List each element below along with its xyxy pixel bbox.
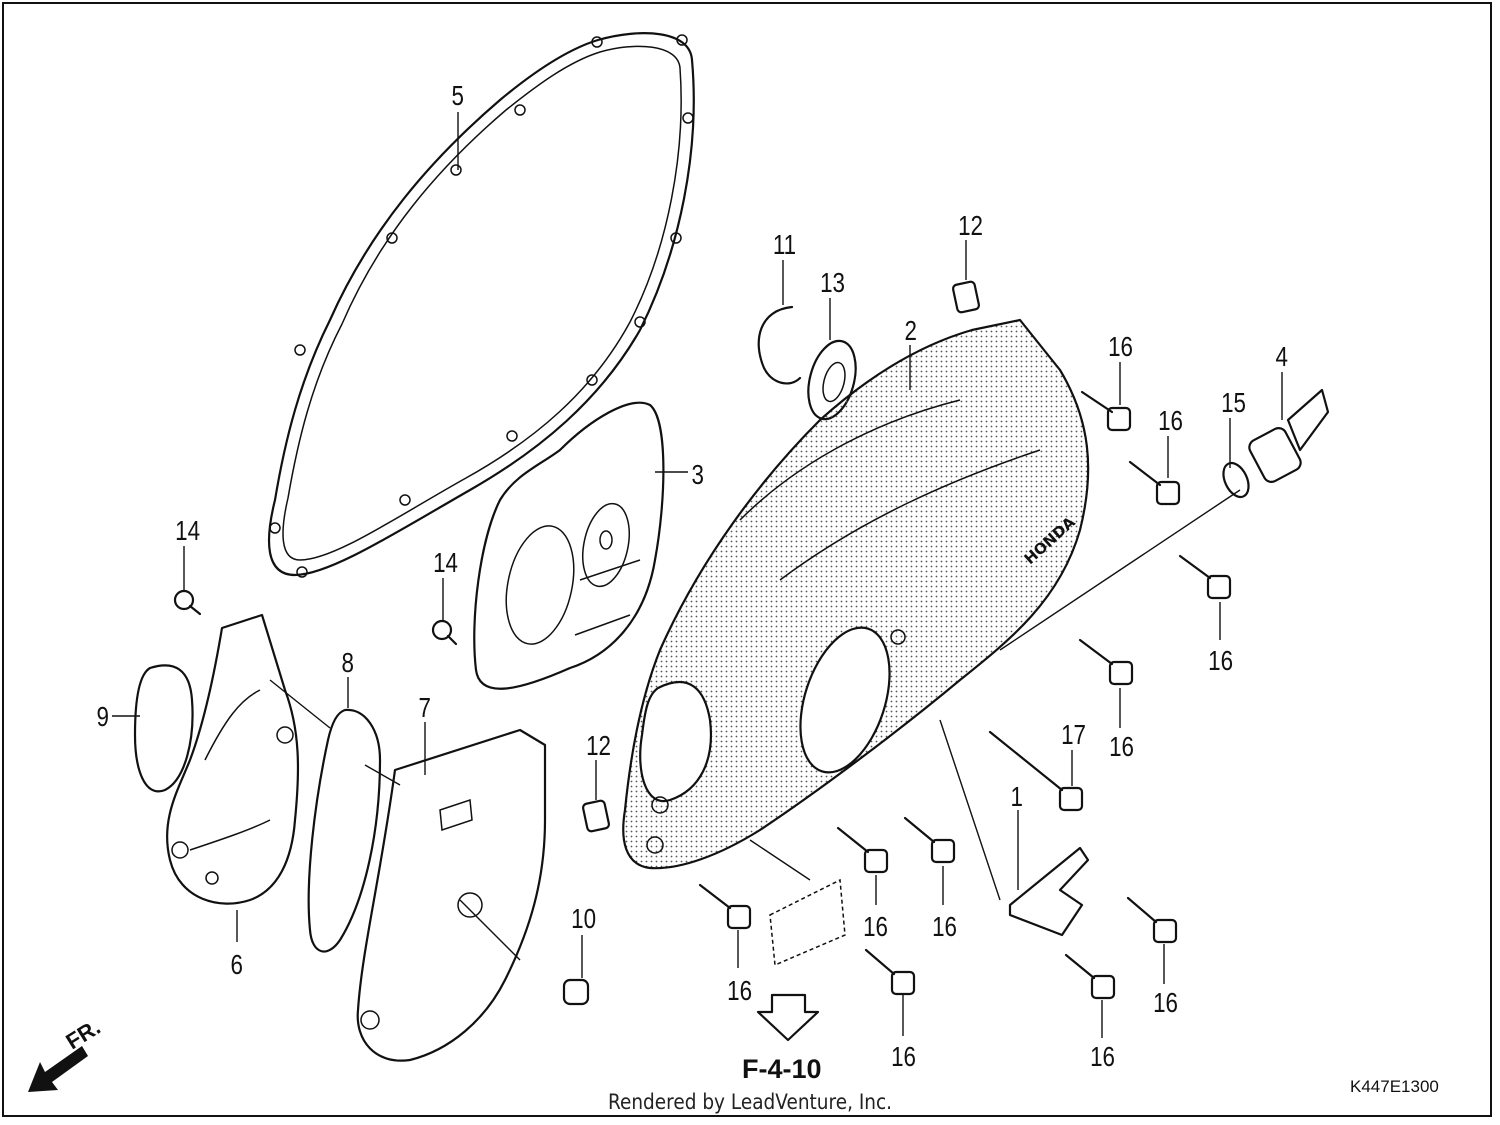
subassembly-outline <box>769 878 846 967</box>
reference-arrow: F-4-10 <box>742 993 822 1084</box>
callout-16: 16 <box>727 976 752 1007</box>
callout-16: 16 <box>863 912 888 943</box>
crankcase-cover-2[interactable]: HONDA <box>622 318 1090 870</box>
callout-16: 16 <box>1109 732 1134 763</box>
bolt-16-h <box>864 948 916 996</box>
seal-9[interactable] <box>133 664 194 793</box>
callout-4: 4 <box>1276 342 1288 373</box>
callout-5: 5 <box>452 81 464 112</box>
callout-2: 2 <box>905 316 917 347</box>
callout-6: 6 <box>231 950 243 981</box>
diagram-code: K447E1300 <box>1350 1077 1439 1096</box>
leader-lines <box>112 112 1283 1038</box>
seal-8[interactable] <box>307 708 382 953</box>
callout-15: 15 <box>1221 388 1246 419</box>
credit-text: Rendered by LeadVenture, Inc. <box>607 1090 893 1114</box>
callout-1: 1 <box>1011 782 1023 813</box>
bolt-16-a <box>1080 390 1132 432</box>
bolt-16-g <box>698 883 752 930</box>
cover-7[interactable] <box>356 728 547 1062</box>
callout-9: 9 <box>97 702 109 733</box>
bolt-16-c <box>1178 554 1232 600</box>
callout-8: 8 <box>342 648 354 679</box>
dowel-12-top[interactable] <box>951 280 981 314</box>
callout-10: 10 <box>571 904 596 935</box>
bolt-16-d <box>1078 638 1134 686</box>
o-ring-15[interactable] <box>1218 459 1253 501</box>
bolt-16-i <box>1126 896 1178 944</box>
callouts: 5 11 13 12 2 16 16 15 4 3 14 14 16 9 8 7… <box>97 81 1288 1073</box>
callout-17: 17 <box>1061 720 1086 751</box>
bolt-14-b <box>431 619 458 646</box>
dowel-12-lower[interactable] <box>581 799 611 833</box>
callout-16: 16 <box>1208 646 1233 677</box>
callout-12: 12 <box>958 211 983 242</box>
callout-14: 14 <box>433 548 458 579</box>
callout-16: 16 <box>1108 332 1133 363</box>
front-arrow: FR. <box>28 1014 105 1092</box>
screw-10[interactable] <box>562 978 590 1006</box>
cap-4[interactable] <box>1247 388 1330 485</box>
callout-16: 16 <box>1158 406 1183 437</box>
bolt-16-b <box>1128 460 1181 506</box>
gasket-5[interactable] <box>267 32 695 578</box>
gasket-3[interactable] <box>473 401 665 690</box>
callout-16: 16 <box>932 912 957 943</box>
reference-label: F-4-10 <box>742 1054 822 1084</box>
bolt-16-j <box>1064 953 1116 1000</box>
bolt-14-a <box>173 589 202 616</box>
cover-6[interactable] <box>166 613 300 905</box>
callout-16: 16 <box>1153 988 1178 1019</box>
bolts[interactable] <box>173 390 1232 1000</box>
bolt-17 <box>988 730 1084 812</box>
front-label: FR. <box>61 1014 104 1054</box>
callout-16: 16 <box>891 1042 916 1073</box>
callout-7: 7 <box>419 693 431 724</box>
callout-13: 13 <box>820 268 845 299</box>
callout-14: 14 <box>175 516 200 547</box>
callout-3: 3 <box>692 460 704 491</box>
callout-11: 11 <box>773 230 796 261</box>
callout-12: 12 <box>586 731 611 762</box>
bracket-1[interactable] <box>1008 846 1090 937</box>
bolt-16-e <box>836 826 889 874</box>
circlip-11[interactable] <box>757 305 802 385</box>
bolt-16-f <box>903 816 956 864</box>
callout-16: 16 <box>1090 1042 1115 1073</box>
